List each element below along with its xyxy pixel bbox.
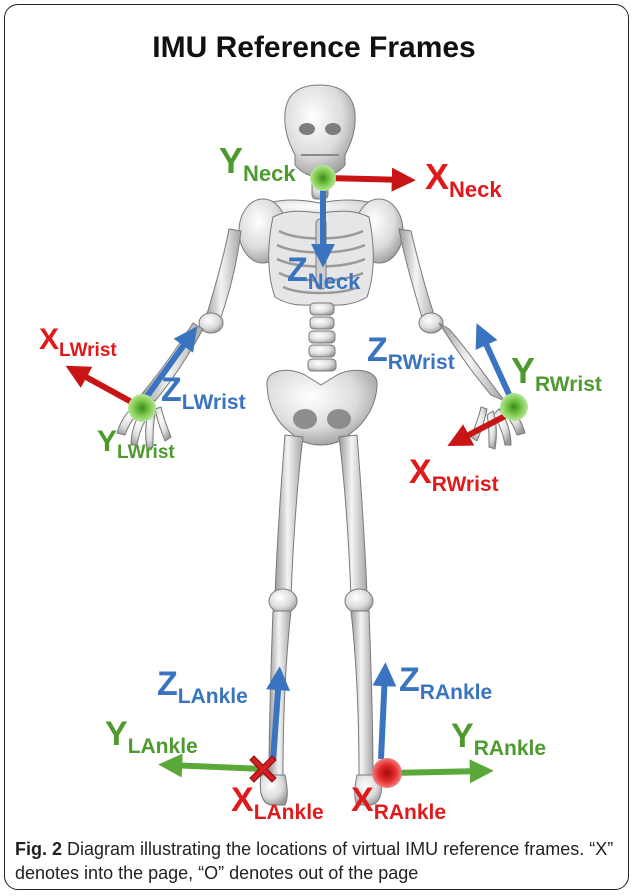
label-z-rwrist: ZRWrist: [367, 331, 455, 374]
label-x-lwrist: XLWrist: [39, 323, 117, 361]
skeleton-diagram: IMU Reference Frames: [5, 5, 629, 835]
label-y-neck: YNeck: [219, 140, 296, 186]
label-y-rwrist: YRWrist: [511, 350, 602, 396]
right-femur: [339, 435, 367, 597]
right-humerus: [399, 229, 437, 323]
neck-sensor: [310, 165, 336, 191]
label-x-rankle: XRAnkle: [351, 781, 446, 824]
label-x-neck: XNeck: [425, 156, 502, 202]
left-femur: [275, 435, 303, 597]
diagram-title: IMU Reference Frames: [152, 31, 475, 64]
rwrist-sensor: [500, 393, 528, 421]
y-rankle-arrow: [391, 771, 483, 773]
figure-number: Fig. 2: [15, 839, 62, 859]
label-z-lankle: ZLAnkle: [157, 665, 248, 708]
lwrist-sensor: [128, 394, 156, 422]
label-z-rankle: ZRAnkle: [399, 661, 492, 704]
label-z-lwrist: ZLWrist: [161, 371, 246, 414]
caption-text: Diagram illustrating the locations of vi…: [15, 839, 613, 883]
y-lankle-arrow: [169, 765, 263, 769]
label-y-lankle: YLAnkle: [105, 715, 198, 758]
figure-frame: IMU Reference Frames: [4, 4, 629, 890]
pelvis: [267, 370, 377, 445]
label-x-rwrist: XRWrist: [409, 453, 499, 496]
right-tibia: [351, 611, 373, 775]
x-neck-arrow: [327, 178, 405, 180]
z-rankle-arrow: [381, 673, 385, 759]
rankle-out-of-page-marker: [372, 758, 402, 788]
x-lwrist-arrow: [75, 371, 137, 405]
left-humerus: [205, 229, 241, 323]
figure-caption: Fig. 2 Diagram illustrating the location…: [15, 837, 615, 885]
label-y-rankle: YRAnkle: [451, 717, 546, 760]
spine: [308, 303, 336, 371]
